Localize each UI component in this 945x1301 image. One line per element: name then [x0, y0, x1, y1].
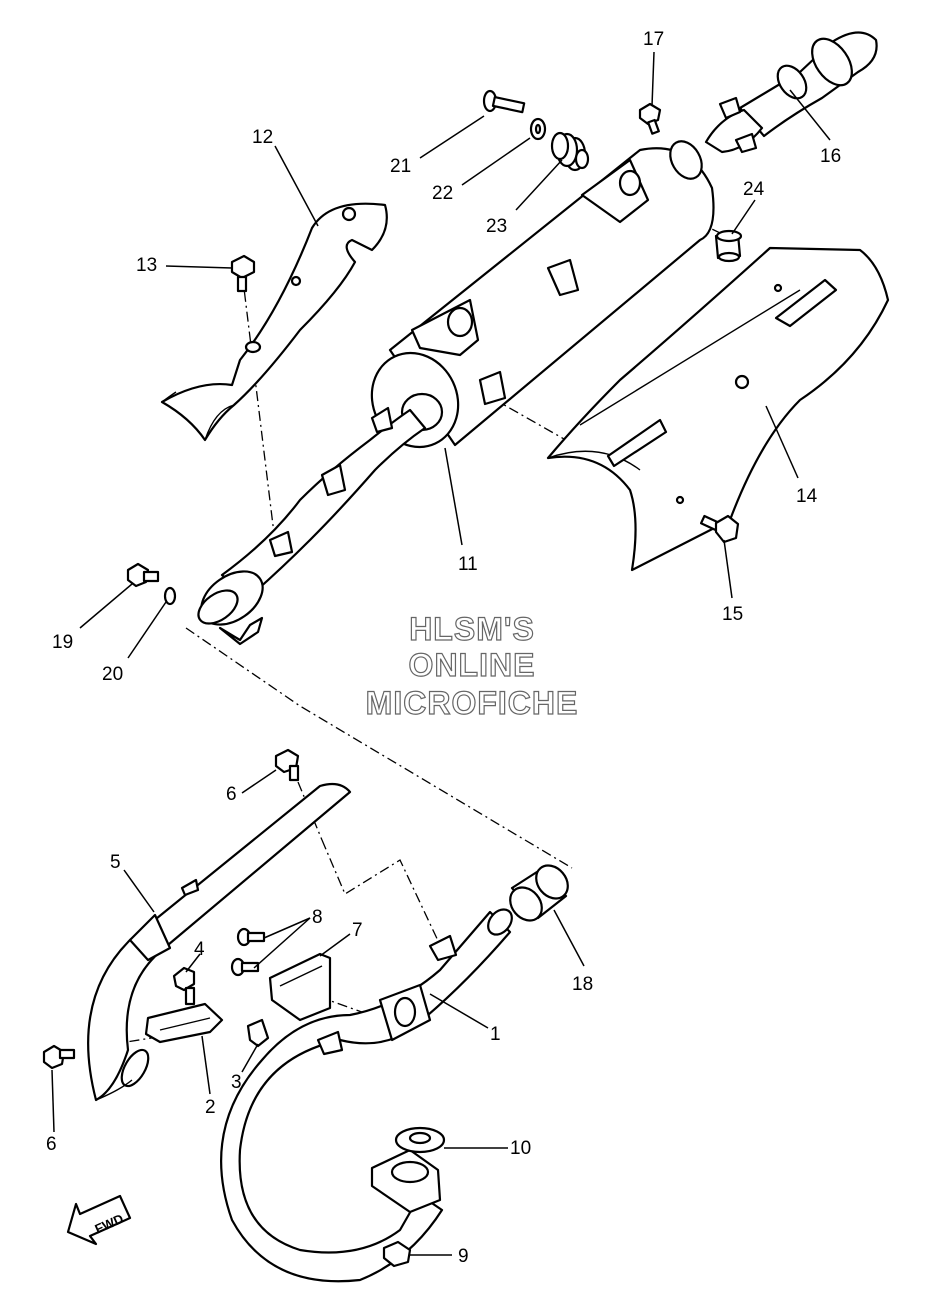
callout-5: 5 [110, 852, 121, 873]
watermark-line-1: HLSM'S [409, 611, 535, 647]
callout-16: 16 [820, 146, 841, 167]
bolt-6-upper[interactable] [274, 748, 300, 782]
callout-21: 21 [390, 156, 411, 177]
callout-4: 4 [194, 939, 205, 960]
callout-2: 2 [205, 1097, 216, 1118]
washer-20[interactable] [163, 586, 177, 606]
callout-7: 7 [352, 920, 363, 941]
heat-protector-12[interactable] [160, 202, 388, 442]
callout-13: 13 [136, 255, 157, 276]
bolt-15[interactable] [699, 514, 740, 544]
callout-15: 15 [722, 604, 743, 625]
watermark: HLSM'S ONLINE MICROFICHE [365, 610, 579, 721]
exhaust-pipe-1[interactable] [220, 905, 517, 1283]
cap-3[interactable] [246, 1018, 270, 1048]
muffler-11[interactable] [357, 136, 715, 462]
callout-24: 24 [743, 179, 765, 200]
tail-pipe-16[interactable] [704, 31, 878, 154]
bracket-7[interactable] [268, 952, 332, 1022]
nut-9[interactable] [382, 1240, 412, 1268]
watermark-line-3: MICROFICHE [366, 685, 579, 721]
washer-22[interactable] [529, 117, 547, 141]
callout-14: 14 [796, 486, 818, 507]
screw-17[interactable] [638, 102, 662, 135]
gasket-10[interactable] [394, 1126, 446, 1154]
callout-numbers: 12 13 21 22 23 17 16 24 11 14 15 19 20 6… [46, 29, 841, 1267]
callout-6-upper: 6 [226, 784, 237, 805]
callout-12: 12 [252, 127, 273, 148]
bolt-13[interactable] [230, 254, 256, 293]
bolt-8-upper[interactable] [236, 927, 266, 947]
callout-17: 17 [643, 29, 664, 50]
heat-protector-5[interactable] [87, 782, 352, 1102]
grommet-23[interactable] [550, 131, 590, 172]
callout-22: 22 [432, 183, 453, 204]
bolt-19[interactable] [126, 562, 160, 588]
bolt-8-lower[interactable] [230, 957, 260, 977]
callout-9: 9 [458, 1246, 469, 1267]
bolt-6-lower[interactable] [42, 1044, 76, 1070]
watermark-line-2: ONLINE [409, 647, 536, 683]
bracket-2[interactable] [144, 1002, 224, 1044]
fwd-arrow-icon: FWD [66, 1194, 132, 1246]
collar-24[interactable] [714, 229, 743, 263]
callout-19: 19 [52, 632, 73, 653]
callout-3: 3 [231, 1072, 242, 1093]
callout-20: 20 [102, 664, 123, 685]
callout-23: 23 [486, 216, 507, 237]
callout-6-lower: 6 [46, 1134, 57, 1155]
callout-11: 11 [458, 554, 478, 575]
callout-10: 10 [510, 1138, 531, 1159]
heat-shield-14[interactable] [546, 246, 890, 572]
callout-18: 18 [572, 974, 593, 995]
sleeve-18[interactable] [504, 859, 575, 927]
connecting-pipe [197, 406, 427, 646]
bolt-21[interactable] [482, 89, 526, 114]
callout-8: 8 [312, 907, 323, 928]
bolt-4[interactable] [172, 966, 196, 1006]
leader-lines [51, 51, 831, 1256]
callout-1: 1 [490, 1024, 501, 1045]
